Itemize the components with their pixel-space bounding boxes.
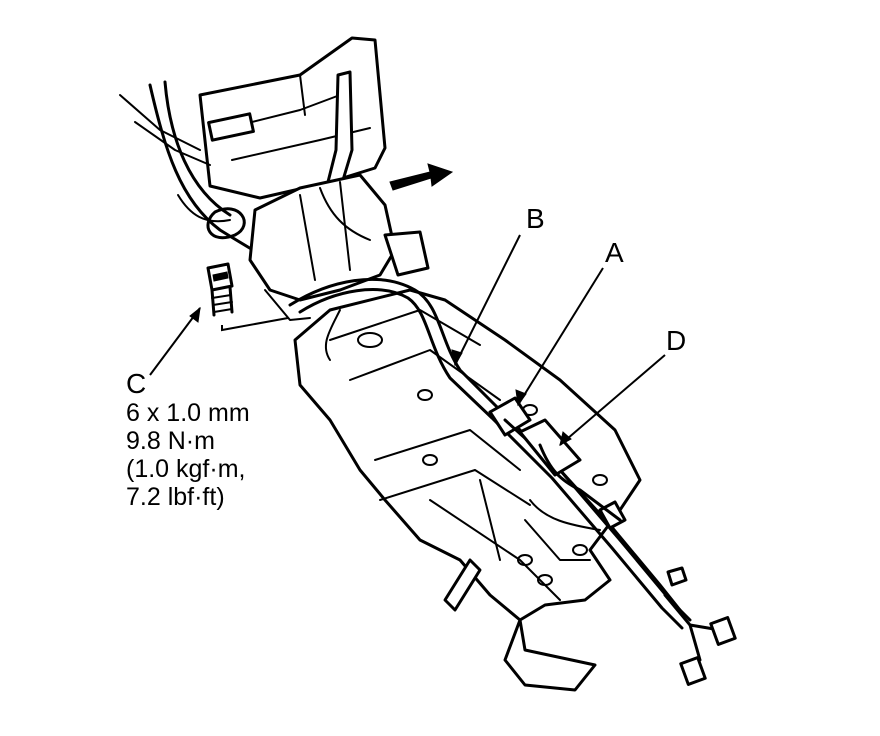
cable-a-assembly [488,396,682,612]
bolt-size: 6 x 1.0 mm [126,399,250,427]
bolt-torque-nm: 9.8 N·m [126,427,215,455]
label-c: C [126,368,146,399]
harness-d [529,443,622,531]
bolt-torque-lbf: 7.2 lbf·ft) [126,483,225,511]
shift-cable-b [288,277,692,630]
connector-cluster [663,566,737,686]
bolt-torque-kgf: (1.0 kgf·m, [126,455,245,483]
console-base-plate [293,288,642,692]
bolt-spec: 6 x 1.0 mm 9.8 N·m (1.0 kgf·m, 7.2 lbf·f… [126,399,250,511]
bolt-c [206,262,289,332]
label-a: A [605,237,624,268]
label-d: D [666,325,686,356]
label-b: B [526,203,545,234]
forward-direction-arrow [389,163,454,191]
shifter-base [248,173,430,321]
leader-lines [149,234,666,446]
